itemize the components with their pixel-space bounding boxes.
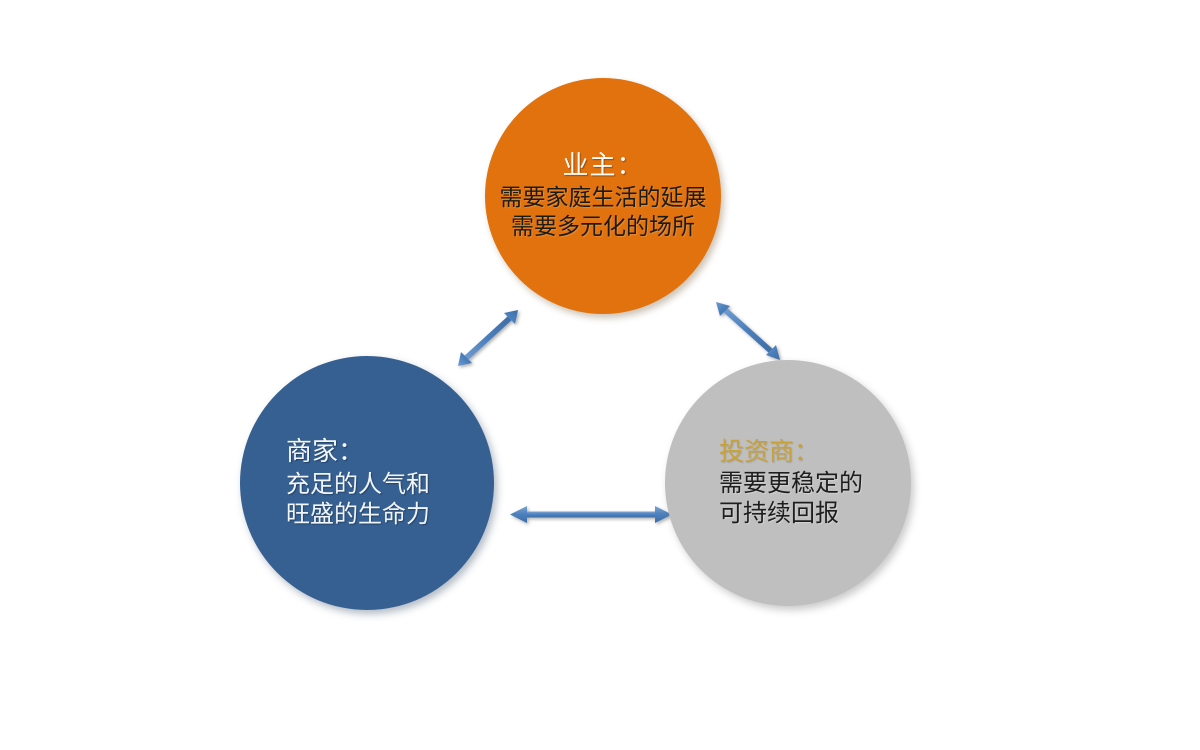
arrow-shape: [458, 310, 518, 366]
node-merchant-body: 充足的人气和 旺盛的生命力: [286, 471, 430, 528]
node-investor-title: 投资商：: [719, 438, 820, 466]
node-merchant-title: 商家：: [286, 436, 365, 466]
node-merchant[interactable]: 商家： 充足的人气和 旺盛的生命力: [240, 356, 494, 610]
node-owner-title: 业主：: [562, 151, 644, 181]
node-investor[interactable]: 投资商： 需要更稳定的 可持续回报: [665, 360, 911, 606]
arrow-shape: [716, 302, 780, 360]
arrow-shape: [510, 506, 672, 523]
node-investor-body: 需要更稳定的 可持续回报: [719, 471, 863, 528]
connector-merchant-investor: [510, 506, 672, 523]
connector-owner-merchant: [458, 310, 518, 366]
node-owner[interactable]: 业主： 需要家庭生活的延展 需要多元化的场所: [485, 78, 721, 314]
node-owner-body: 需要家庭生活的延展 需要多元化的场所: [499, 184, 707, 239]
